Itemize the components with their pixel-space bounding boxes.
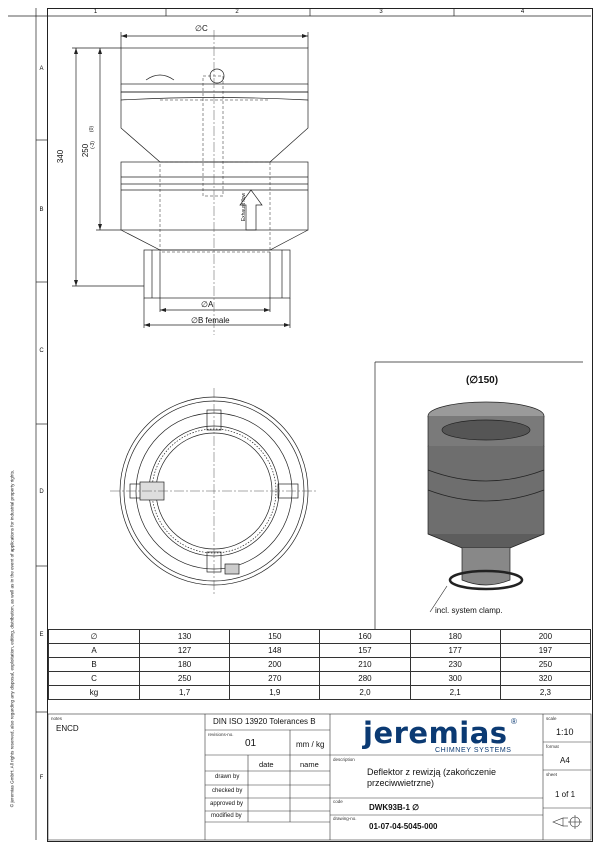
code-label: code — [333, 799, 343, 804]
modified-by-label: modified by — [211, 813, 242, 819]
checked-by-label: checked by — [212, 788, 243, 794]
column-header-4: 4 — [520, 9, 525, 15]
tolerance-standard: DIN ISO 13920 Tolerances B — [213, 717, 316, 726]
scale-value: 1:10 — [556, 727, 574, 737]
format-label: format — [546, 744, 559, 749]
drawing-frame — [47, 8, 593, 842]
scale-label: scale — [546, 716, 557, 721]
drawn-by-label: drawn by — [215, 774, 240, 780]
format-value: A4 — [560, 756, 570, 765]
diameter-b-label: ∅B female — [191, 316, 230, 325]
sheet-value: 1 of 1 — [555, 790, 576, 799]
code-value: DWK93B-1 ∅ — [369, 803, 420, 812]
sheet-label: sheet — [546, 772, 558, 777]
approved-by-label: approved by — [210, 801, 244, 807]
row-header-f: F — [39, 775, 44, 781]
diameter-c-label: ∅C — [195, 24, 208, 33]
inset-title: (∅150) — [466, 375, 499, 386]
table-cell: 2,3 — [499, 685, 592, 700]
diameter-a-label: ∅A — [201, 300, 214, 309]
name-header: name — [300, 760, 319, 769]
unit-value: mm / kg — [296, 740, 325, 749]
notes-label: notes — [51, 716, 63, 721]
jeremias-logo: jeremias — [363, 716, 508, 750]
date-header: date — [259, 760, 274, 769]
table-cell: 2,1 — [409, 685, 501, 700]
notes-value: ENCD — [56, 724, 79, 733]
column-header-3: 3 — [379, 9, 383, 15]
row-header-a: A — [39, 66, 44, 72]
row-header-c: C — [39, 348, 44, 354]
description-label: description — [333, 757, 355, 762]
revisions-value: 01 — [245, 738, 257, 749]
revisions-label: revisions-no. — [208, 732, 234, 737]
table-cell: 1,9 — [229, 685, 321, 700]
drawing-no-label: drawing-no. — [333, 816, 357, 821]
description-line-1: Deflektor z rewizją (zakończenie — [367, 767, 497, 777]
drawing-no-value: 01-07-04-5045-000 — [369, 822, 438, 831]
description-line-2: przeciwwietrzne) — [367, 778, 435, 788]
column-header-2: 2 — [235, 9, 239, 15]
row-header-b: B — [39, 207, 44, 213]
table-cell: 2,0 — [319, 685, 411, 700]
row-header-d: D — [39, 489, 44, 495]
logo-subtitle: CHIMNEY SYSTEMS — [435, 747, 512, 754]
column-header-1: 1 — [93, 9, 98, 15]
clamp-note: incl. system clamp. — [435, 606, 503, 615]
row-header-e: E — [39, 632, 44, 638]
logo-registered-mark: ® — [511, 717, 517, 726]
